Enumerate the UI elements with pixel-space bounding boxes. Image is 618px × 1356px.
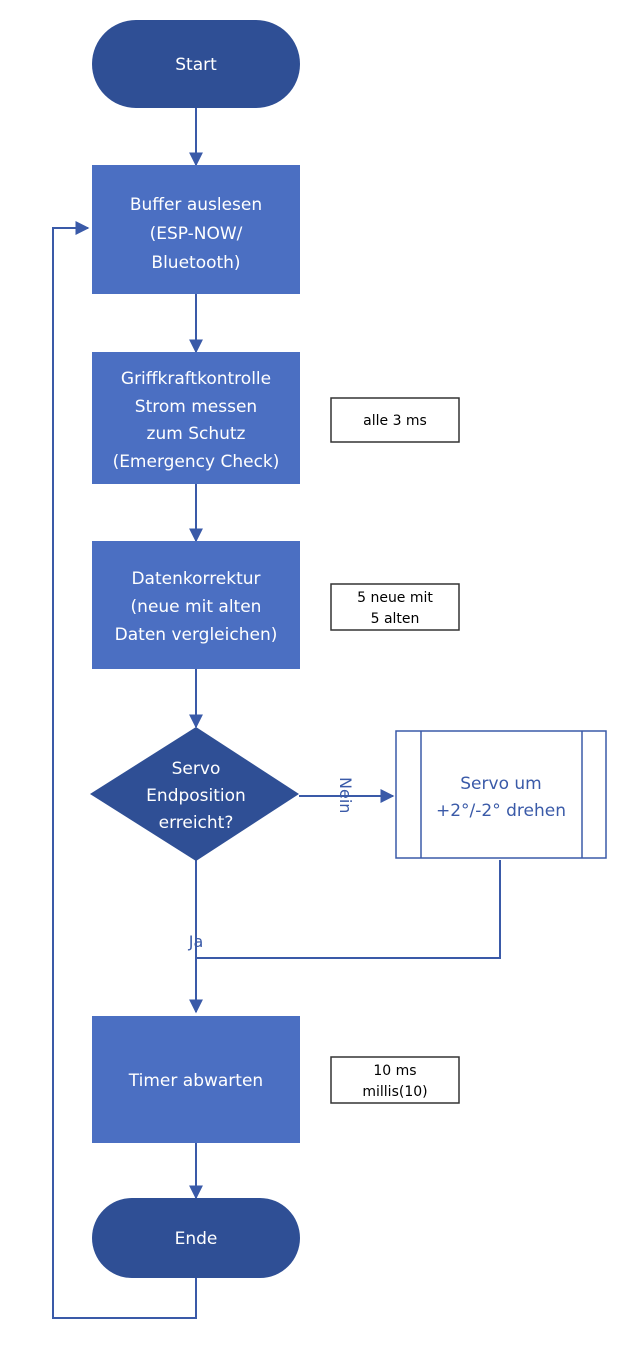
buffer-label-3: Bluetooth)	[151, 253, 240, 273]
connectors	[52, 108, 501, 1319]
start-label: Start	[175, 55, 217, 75]
decision-label-1: Servo	[172, 759, 221, 779]
ende-label: Ende	[175, 1229, 218, 1249]
note-neue-alte-text-1: 5 neue mit	[357, 590, 433, 606]
edge-label-ja: Ja	[188, 932, 204, 951]
daten-label-2: (neue mit alten	[131, 597, 262, 617]
note-millis-text-1: 10 ms	[373, 1063, 416, 1079]
servo-drehen-label-2: +2°/-2° drehen	[436, 801, 566, 821]
griffkraft-process: Griffkraftkontrolle Strom messen zum Sch…	[92, 352, 300, 484]
note-millis-text-2: millis(10)	[362, 1084, 427, 1100]
buffer-process: Buffer auslesen (ESP-NOW/ Bluetooth)	[92, 165, 300, 294]
daten-label-1: Datenkorrektur	[131, 569, 260, 589]
start-terminal: Start	[92, 20, 300, 108]
note-alle-3ms: alle 3 ms	[330, 397, 460, 443]
servo-drehen-label-1: Servo um	[460, 774, 541, 794]
datenkorrektur-process: Datenkorrektur (neue mit alten Daten ver…	[92, 541, 300, 669]
ende-terminal: Ende	[92, 1198, 300, 1278]
timer-label: Timer abwarten	[128, 1071, 263, 1091]
griff-label-2: Strom messen	[135, 397, 257, 417]
note-alle-3ms-text: alle 3 ms	[363, 413, 427, 429]
timer-process: Timer abwarten	[92, 1016, 300, 1143]
edge-label-nein: Nein	[336, 777, 355, 813]
decision-label-3: erreicht?	[159, 813, 234, 833]
edge-servo-merge	[196, 860, 501, 959]
decision-endposition: Servo Endposition erreicht?	[90, 727, 299, 861]
note-neue-alte: 5 neue mit 5 alten	[330, 583, 460, 631]
daten-label-3: Daten vergleichen)	[115, 625, 278, 645]
servo-drehen-subprocess: Servo um +2°/-2° drehen	[395, 730, 607, 859]
buffer-label-1: Buffer auslesen	[130, 195, 262, 215]
griff-label-4: (Emergency Check)	[113, 452, 280, 472]
griff-label-3: zum Schutz	[147, 424, 246, 444]
note-neue-alte-text-2: 5 alten	[371, 611, 420, 627]
griff-label-1: Griffkraftkontrolle	[121, 369, 271, 389]
note-millis: 10 ms millis(10)	[330, 1056, 460, 1104]
edge-loop-back	[52, 221, 197, 1319]
buffer-label-2: (ESP-NOW/	[150, 224, 243, 244]
decision-label-2: Endposition	[146, 786, 246, 806]
